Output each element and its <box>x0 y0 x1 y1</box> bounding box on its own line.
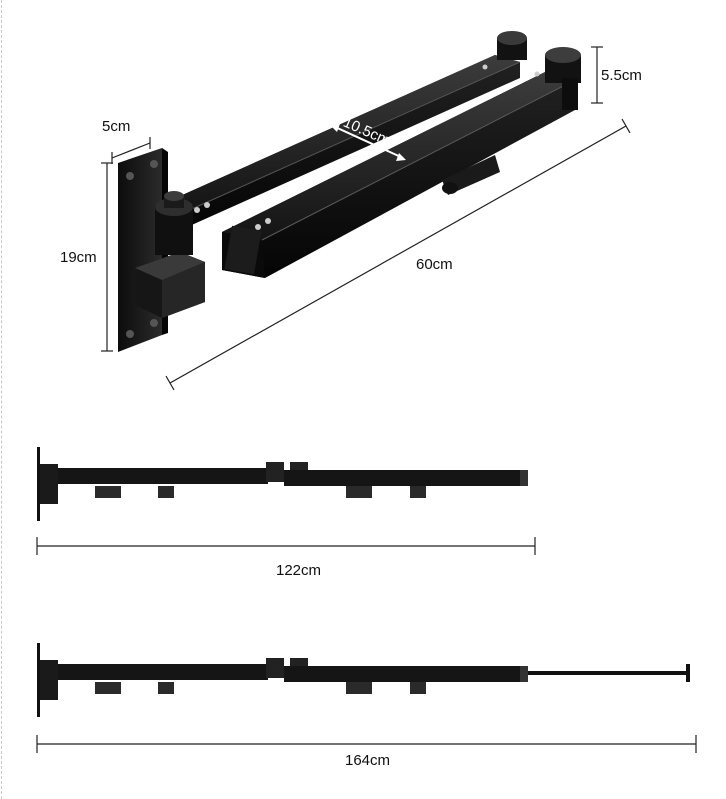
width-dimension-label: 5cm <box>102 118 131 135</box>
fully-extended-length-label: 164cm <box>345 752 391 769</box>
hook-group <box>410 682 426 694</box>
hook-group <box>95 486 121 498</box>
thickness-dimension-label: 5.5cm <box>601 67 642 84</box>
back-arm <box>160 55 521 228</box>
extended-dimension-line <box>36 537 536 555</box>
hook-group <box>410 486 426 498</box>
folded-rack-illustration <box>101 31 631 391</box>
hook-group <box>158 486 174 498</box>
height-dimension-label: 19cm <box>60 249 97 266</box>
hinge-block <box>135 252 205 318</box>
extended-rack-122 <box>37 447 528 521</box>
fully-extended-dimension-line <box>36 735 697 753</box>
dimension-lines <box>101 46 631 391</box>
left-dashed-border <box>1 0 2 799</box>
hook-group <box>346 682 372 694</box>
length-dimension-label: 60cm <box>416 256 453 273</box>
pivot-knob-left <box>155 191 193 255</box>
pivot-knob-right-back <box>497 31 527 60</box>
fully-extended-rack-164 <box>37 643 690 717</box>
hook-group <box>95 682 121 694</box>
extended-length-label: 122cm <box>276 562 322 579</box>
hook-group <box>346 486 372 498</box>
pivot-knob-right-front <box>545 47 581 110</box>
hook-group <box>158 682 174 694</box>
hanger-clip <box>442 155 500 195</box>
